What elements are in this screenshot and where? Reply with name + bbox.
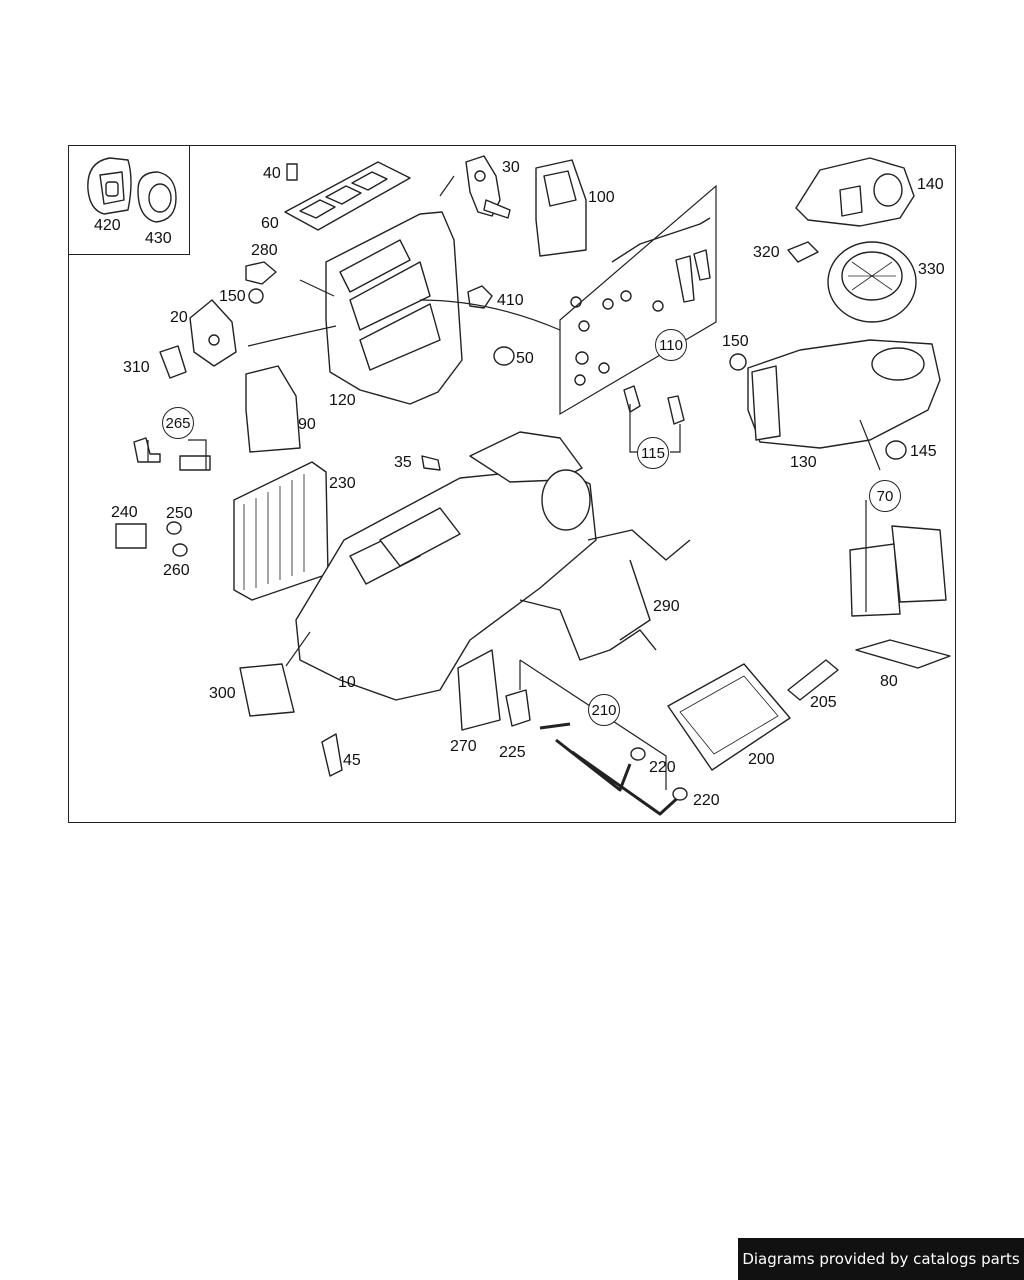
- part-420-shape: [87, 157, 132, 215]
- callout-145: 145: [910, 443, 937, 460]
- callout-260: 260: [163, 562, 190, 579]
- callout-210: 210: [588, 694, 620, 726]
- part-225-shape: [505, 689, 531, 727]
- callout-310: 310: [123, 359, 150, 376]
- footer-credit: Diagrams provided by catalogs parts: [738, 1238, 1024, 1280]
- inset-box: [68, 145, 190, 255]
- part-35-shape: [421, 455, 441, 471]
- part-220b-shape: [672, 787, 688, 801]
- callout-300: 300: [209, 685, 236, 702]
- part-80-shape: [855, 639, 951, 669]
- callout-70: 70: [869, 480, 901, 512]
- part-145-shape: [885, 440, 907, 460]
- part-120-shape: [325, 211, 463, 405]
- part-205-shape: [787, 659, 839, 701]
- part-265-bolt-shape: [133, 437, 161, 463]
- part-280-shape: [245, 261, 277, 285]
- callout-90: 90: [298, 416, 316, 433]
- callout-80: 80: [880, 673, 898, 690]
- part-40-shape: [286, 163, 298, 181]
- part-20-shape: [189, 299, 237, 367]
- part-110-shape: [570, 217, 711, 386]
- part-150a-shape: [248, 288, 264, 304]
- callout-265: 265: [162, 407, 194, 439]
- part-50-shape: [493, 346, 515, 366]
- part-90-shape: [245, 365, 301, 453]
- part-240-shape: [115, 523, 147, 549]
- part-430-shape: [137, 171, 177, 223]
- callout-40: 40: [263, 165, 281, 182]
- part-115-shape: [623, 385, 685, 425]
- callout-200: 200: [748, 751, 775, 768]
- callout-100: 100: [588, 189, 615, 206]
- part-290-shape: [519, 529, 691, 661]
- callout-130: 130: [790, 454, 817, 471]
- part-200-shape: [667, 663, 791, 771]
- part-300-shape: [239, 663, 295, 717]
- callout-240: 240: [111, 504, 138, 521]
- callout-115: 115: [637, 437, 669, 469]
- part-250-shape: [166, 521, 182, 535]
- callout-35: 35: [394, 454, 412, 471]
- part-70-shape: [849, 525, 947, 617]
- callout-10: 10: [338, 674, 356, 691]
- part-310-shape: [159, 345, 187, 379]
- callout-290: 290: [653, 598, 680, 615]
- part-410-shape: [467, 285, 493, 309]
- part-60-shape: [284, 161, 411, 231]
- callout-150-right: 150: [722, 333, 749, 350]
- callout-60: 60: [261, 215, 279, 232]
- callout-320: 320: [753, 244, 780, 261]
- part-150b-shape: [729, 353, 747, 371]
- callout-430: 430: [145, 230, 172, 247]
- part-260-shape: [172, 543, 188, 557]
- part-330-shape: [827, 241, 917, 323]
- callout-330: 330: [918, 261, 945, 278]
- callout-20: 20: [170, 309, 188, 326]
- callout-270: 270: [450, 738, 477, 755]
- callout-220-lower: 220: [693, 792, 720, 809]
- part-320-shape: [787, 241, 819, 263]
- part-270-shape: [457, 649, 501, 731]
- callout-410: 410: [497, 292, 524, 309]
- part-10-shape: [295, 431, 597, 701]
- part-265-gasket-shape: [179, 455, 211, 471]
- part-210-shape: [539, 722, 684, 816]
- callout-230: 230: [329, 475, 356, 492]
- part-140-shape: [795, 157, 915, 227]
- callout-140: 140: [917, 176, 944, 193]
- callout-45: 45: [343, 752, 361, 769]
- part-130-shape: [747, 339, 941, 449]
- part-45-shape: [321, 733, 343, 777]
- callout-250: 250: [166, 505, 193, 522]
- callout-205: 205: [810, 694, 837, 711]
- callout-220-upper: 220: [649, 759, 676, 776]
- part-230-shape: [233, 461, 329, 601]
- callout-30: 30: [502, 159, 520, 176]
- callout-110: 110: [655, 329, 687, 361]
- callout-280: 280: [251, 242, 278, 259]
- callout-120: 120: [329, 392, 356, 409]
- callout-225: 225: [499, 744, 526, 761]
- diagram-frame: [68, 145, 956, 823]
- part-30-shape: [465, 155, 511, 219]
- callout-50: 50: [516, 350, 534, 367]
- part-220a-shape: [630, 747, 646, 761]
- callout-150-left: 150: [219, 288, 246, 305]
- callout-420: 420: [94, 217, 121, 234]
- part-100-shape: [535, 159, 587, 257]
